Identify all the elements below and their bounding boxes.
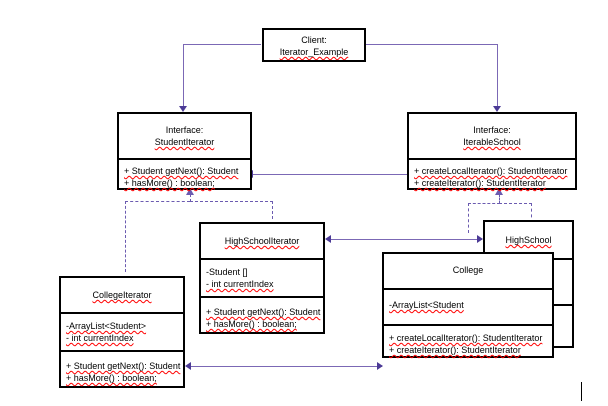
iterableschool-method-0: + createLocalIterator(): StudentIterator [414, 166, 568, 176]
realization-highschool-horizontal [468, 203, 500, 204]
iterableschool-title-line1: Interface: [473, 125, 511, 135]
highschooliterator-title-compartment: HighSchoolIterator [201, 224, 323, 258]
studentiterator-method-1: + hasMore() : boolean; [124, 178, 215, 188]
realization-highschool-vertical [468, 203, 469, 233]
arrowhead-highschool-left [477, 235, 483, 243]
connector-client-to-iterableschool-horizontal [366, 44, 498, 45]
collegeiterator-method-0: + Student getNext(): Student [66, 361, 181, 371]
text-caret [581, 382, 582, 401]
college-method-1: + createIterator(): StudentIterator [389, 345, 521, 355]
realization-iterableschool-stem [499, 194, 500, 204]
connector-client-to-studentiterator-vertical [183, 44, 184, 110]
college-class[interactable]: College -ArrayList<Student + createLocal… [382, 252, 554, 358]
studentiterator-title-line2: StudentIterator [154, 137, 215, 147]
collegeiterator-attribute-1: - int currentIndex [66, 333, 134, 343]
arrowhead-studentiterator-bottom [186, 188, 194, 195]
collegeiterator-title-compartment: CollegeIterator [61, 278, 183, 312]
college-method-0: + createLocalIterator(): StudentIterator [389, 333, 543, 343]
high-school-iterator-class[interactable]: HighSchoolIterator -Student [] - int cur… [199, 222, 325, 334]
realization-collegeiterator-vertical [125, 201, 126, 272]
arrowhead-highschooliterator-right [325, 235, 331, 243]
collegeiterator-attributes-compartment: -ArrayList<Student> - int currentIndex [61, 312, 183, 350]
iterableschool-title-compartment: Interface: IterableSchool [409, 114, 575, 158]
student-iterator-interface[interactable]: Interface: StudentIterator + Student get… [117, 112, 252, 190]
connector-iterableschool-to-studentiterator [252, 174, 407, 175]
realization-college-vertical [531, 203, 532, 223]
highschooliterator-attributes-compartment: -Student [] - int currentIndex [201, 258, 323, 296]
client-title-compartment: Client: Iterator_Example [264, 30, 364, 60]
college-attribute-0: -ArrayList<Student [389, 300, 464, 310]
collegeiterator-attribute-0: -ArrayList<Student> [66, 321, 147, 331]
client-title-line2: Iterator_Example [279, 47, 349, 57]
realization-highschooliterator-horizontal [190, 201, 273, 202]
highschool-title: HighSchool [505, 235, 552, 245]
realization-college-horizontal [499, 203, 532, 204]
realization-studentiterator-stem [190, 194, 191, 202]
arrowhead-iterableschool-bottom [495, 188, 503, 195]
college-title-compartment: College [384, 254, 552, 288]
client-title-line1: Client: [301, 35, 327, 45]
iterableschool-methods-compartment: + createLocalIterator(): StudentIterator… [409, 158, 575, 192]
connector-client-to-studentiterator-horizontal [183, 44, 261, 45]
studentiterator-title-compartment: Interface: StudentIterator [119, 114, 250, 158]
highschooliterator-method-1: + hasMore() : boolean; [206, 319, 297, 329]
realization-highschooliterator-vertical [272, 201, 273, 219]
iterableschool-title-line2: IterableSchool [463, 137, 521, 147]
connector-client-to-iterableschool-vertical [497, 44, 498, 110]
college-methods-compartment: + createLocalIterator(): StudentIterator… [384, 324, 552, 360]
realization-collegeiterator-horizontal [125, 201, 190, 202]
arrowhead-iterableschool-top [493, 106, 501, 112]
arrowhead-studentiterator-top [179, 106, 187, 112]
client-class[interactable]: Client: Iterator_Example [262, 28, 366, 62]
arrowhead-collegeiterator-right [185, 362, 191, 370]
collegeiterator-title: CollegeIterator [92, 290, 152, 300]
iterable-school-interface[interactable]: Interface: IterableSchool + createLocalI… [407, 112, 577, 190]
college-attributes-compartment: -ArrayList<Student [384, 288, 552, 324]
highschooliterator-title: HighSchoolIterator [224, 236, 300, 246]
studentiterator-method-0: + Student getNext(): Student [124, 166, 239, 176]
studentiterator-title-line1: Interface: [165, 125, 204, 135]
college-title: College [452, 265, 484, 275]
connector-highschooliterator-to-highschool [330, 239, 482, 240]
highschooliterator-methods-compartment: + Student getNext(): Student + hasMore()… [201, 296, 323, 336]
highschooliterator-method-0: + Student getNext(): Student [206, 307, 321, 317]
collegeiterator-method-1: + hasMore() : boolean; [66, 373, 157, 383]
studentiterator-methods-compartment: + Student getNext(): Student + hasMore()… [119, 158, 250, 192]
highschooliterator-attribute-1: - int currentIndex [206, 279, 274, 289]
highschooliterator-attribute-0: -Student [] [206, 267, 248, 277]
highschool-title-compartment: HighSchool [485, 222, 572, 258]
connector-collegeiterator-to-college [190, 366, 382, 367]
arrowhead-college-left [377, 362, 383, 370]
college-iterator-class[interactable]: CollegeIterator -ArrayList<Student> - in… [59, 276, 185, 388]
collegeiterator-methods-compartment: + Student getNext(): Student + hasMore()… [61, 350, 183, 390]
iterableschool-method-1: + createIterator(): StudentIterator [414, 178, 546, 188]
